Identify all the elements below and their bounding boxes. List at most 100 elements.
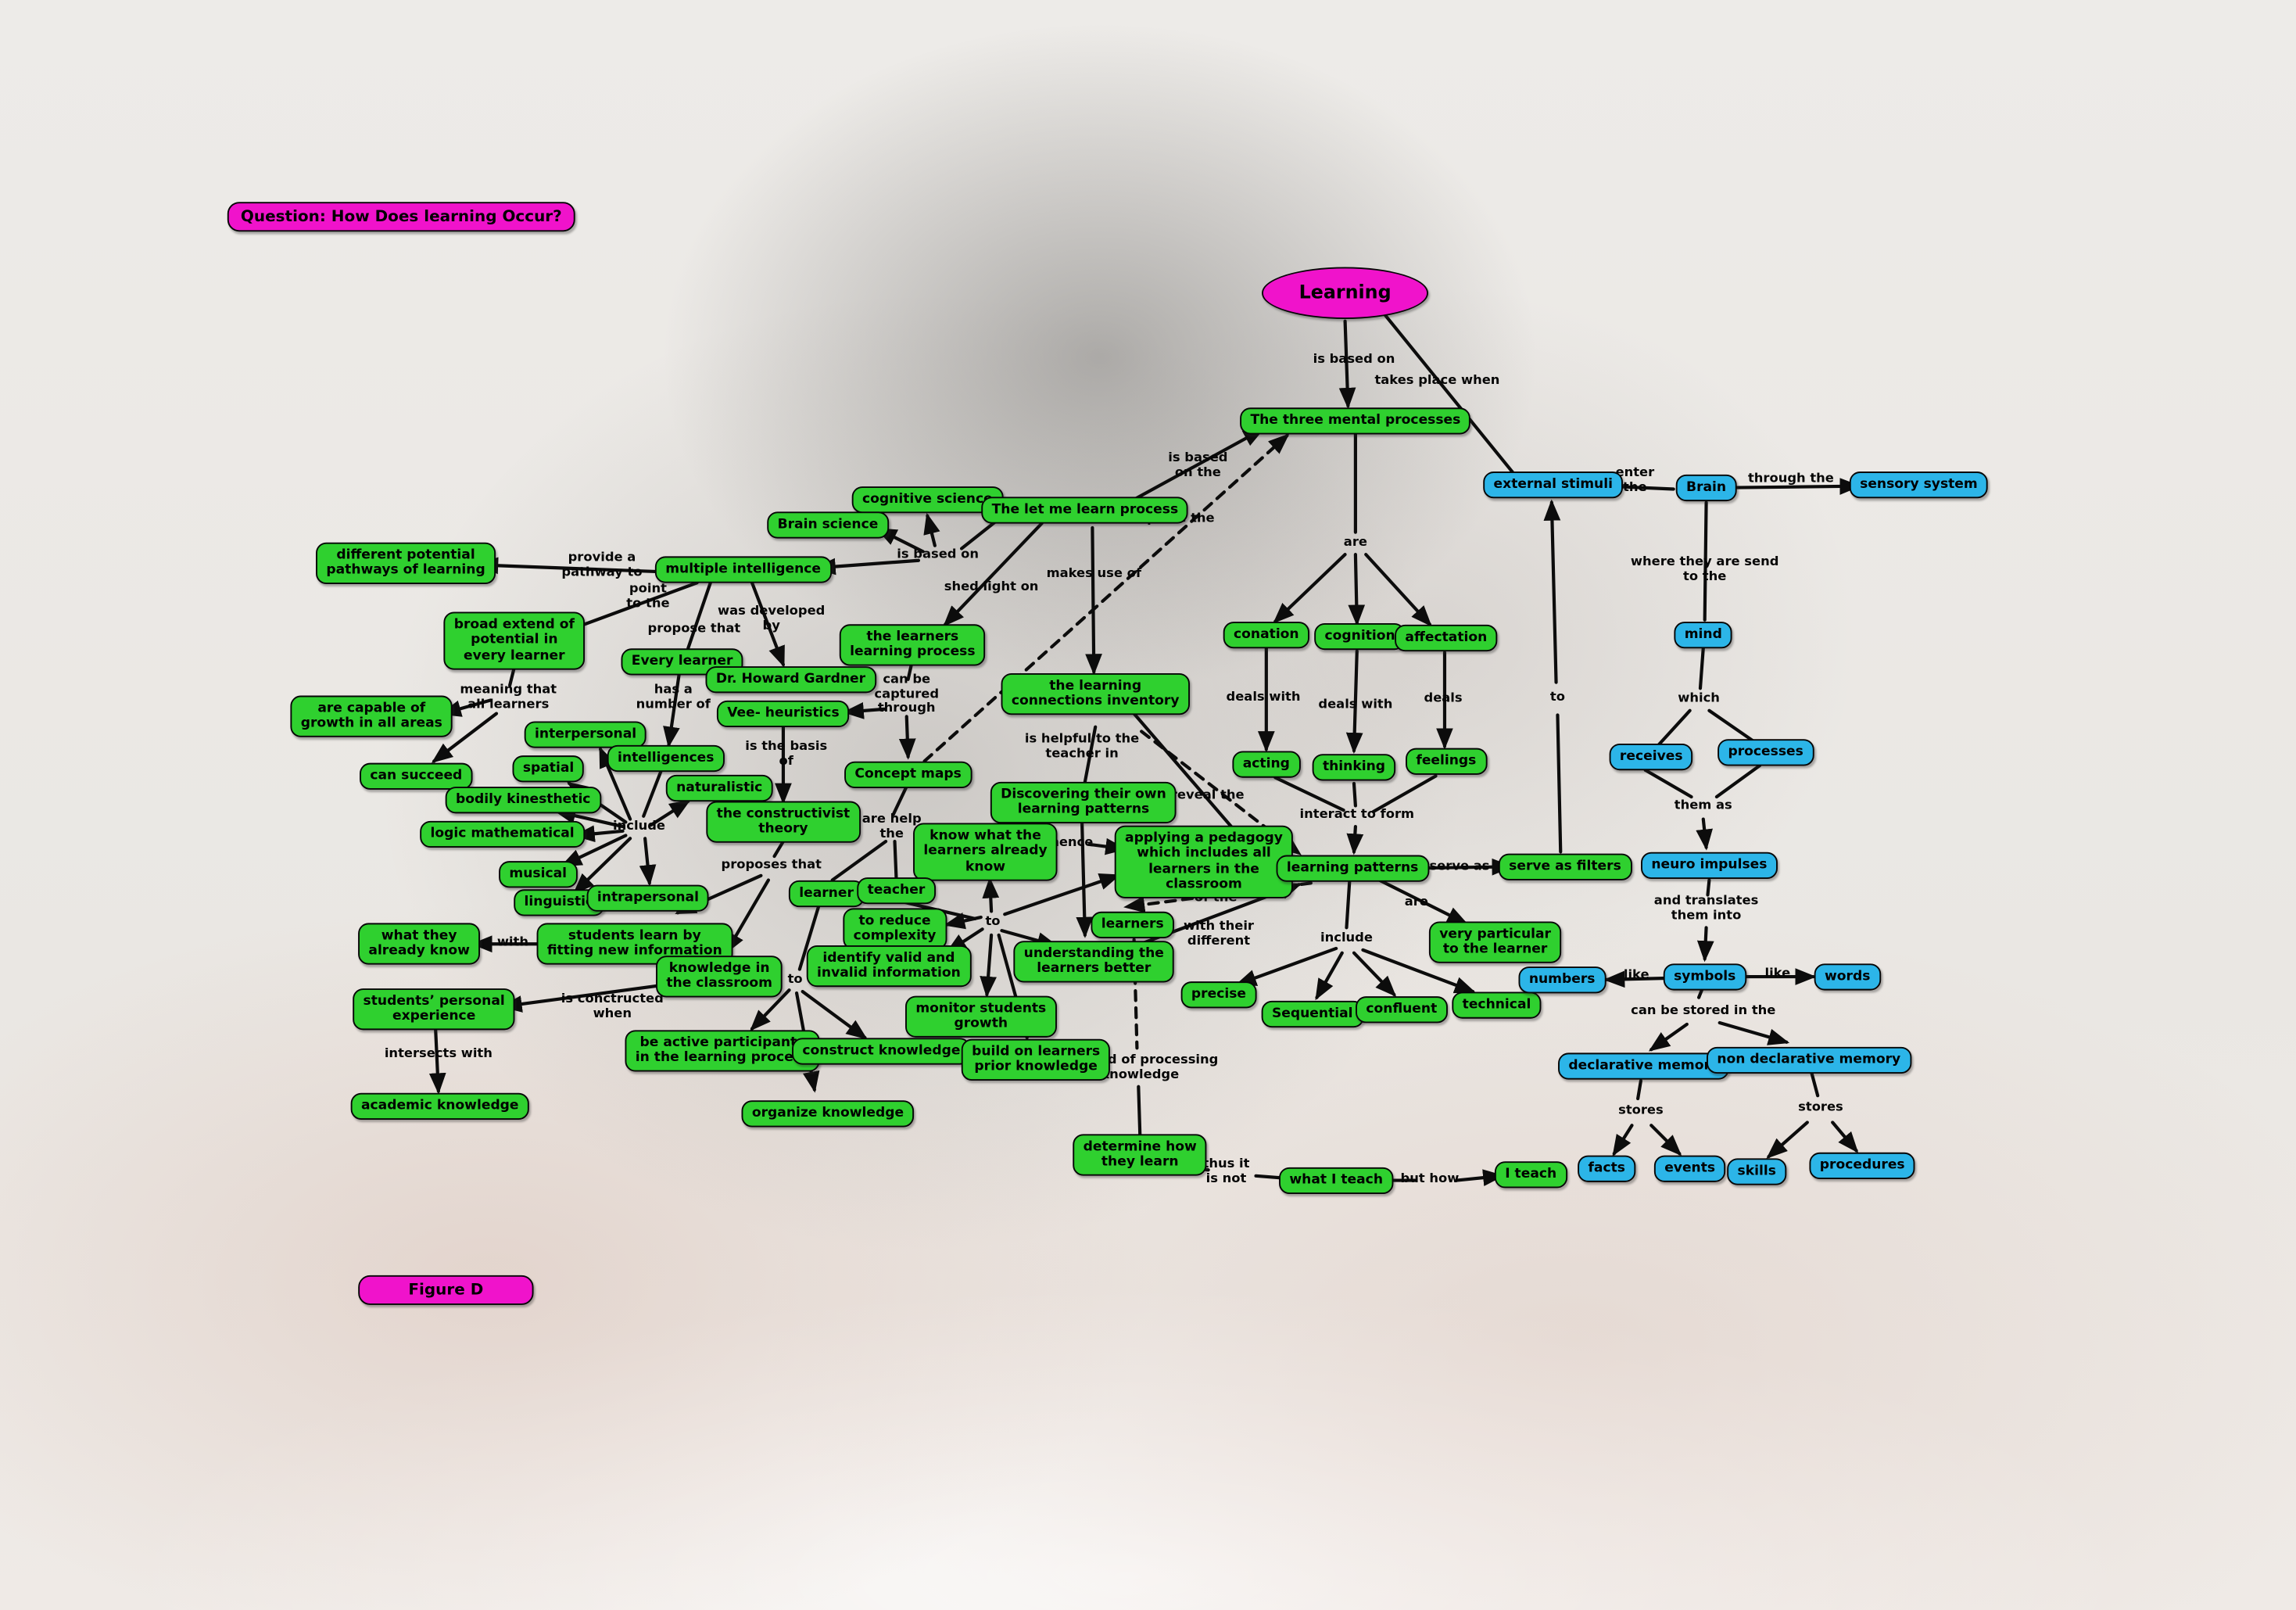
edge (1345, 649, 1363, 755)
node-learners: learners (1091, 911, 1174, 938)
label-interact-to-form: interact to form (1299, 807, 1415, 823)
edge (1083, 725, 1098, 784)
label-with: with (496, 935, 528, 951)
label-where-sent: where they are send to the (1630, 554, 1779, 585)
label-and-translates: and translates them into (1653, 894, 1759, 923)
label-thus-it-is-not: thus it is not (1202, 1156, 1250, 1187)
node-intelligences: intelligences (607, 744, 725, 772)
edge (830, 839, 888, 882)
node-learners-learning-process: the learners learning process (839, 624, 986, 666)
label-was-developed-by: was developed by (718, 604, 826, 633)
node-organize-knowledge: organize knowledge (741, 1100, 915, 1127)
label-deals-with-2: deals with (1318, 697, 1393, 713)
node-vee-heuristics: Vee- heuristics (716, 700, 850, 727)
node-skills: skills (1727, 1158, 1787, 1185)
edge (1603, 970, 1668, 988)
node-mind: mind (1674, 622, 1733, 648)
edge (477, 557, 679, 575)
label-has-a-number-of: has a number of (636, 683, 711, 712)
label-are-processes: are (1343, 535, 1367, 550)
edge (893, 839, 898, 879)
edge (572, 837, 632, 895)
edge (1831, 1121, 1859, 1153)
edge (1137, 1085, 1142, 1136)
edge (801, 990, 868, 1040)
edge (814, 558, 921, 576)
label-to-learner-hub: to (787, 972, 803, 988)
node-can-succeed: can succeed (360, 762, 473, 790)
edge (1643, 768, 1693, 799)
label-deals-with-1: deals with (1226, 690, 1301, 705)
edge (500, 982, 672, 1013)
edge (1810, 1071, 1820, 1098)
label-hence: hence (1050, 835, 1094, 851)
edge (1734, 478, 1861, 495)
edge (750, 988, 791, 1031)
edge (1696, 926, 1714, 963)
node-brain-science: Brain science (767, 511, 889, 538)
label-like-left: like (1623, 968, 1649, 984)
node-learning-patterns: learning patterns (1276, 855, 1429, 882)
node-applying-pedagogy: applying a pedagogy which includes all l… (1114, 825, 1294, 899)
node-serve-as-filters: serve as filters (1498, 853, 1632, 880)
node-determine-how: determine how they learn (1073, 1134, 1208, 1177)
node-spatial: spatial (512, 755, 585, 782)
node-declarative-memory: declarative memory (1558, 1052, 1730, 1079)
edge (1234, 946, 1338, 986)
edge (1364, 553, 1432, 627)
edge (1315, 951, 1344, 1001)
node-confluent: confluent (1356, 996, 1448, 1023)
edge (663, 672, 681, 748)
node-reduce-complexity: to reduce complexity (843, 908, 947, 951)
label-through-the: through the (1747, 472, 1834, 487)
edge (1348, 553, 1366, 626)
node-acting: acting (1232, 751, 1301, 777)
node-teacher: teacher (857, 877, 936, 904)
edge (1696, 988, 1703, 999)
edge (1657, 708, 1692, 747)
edge (1371, 774, 1438, 814)
edge (1612, 1124, 1634, 1156)
edge (598, 746, 632, 821)
question-banner: Question: How Does learning Occur? (227, 202, 575, 232)
label-propose-that: propose that (647, 622, 741, 637)
label-stores-left: stores (1618, 1103, 1664, 1119)
node-different-pathways: different potential pathways of learning (316, 542, 496, 585)
edge (1543, 499, 1561, 684)
node-non-declarative-memory: non declarative memory (1707, 1046, 1911, 1074)
edge (1346, 824, 1364, 855)
edge (1696, 817, 1713, 851)
edge (1377, 878, 1469, 925)
edge (1707, 708, 1754, 742)
node-know-what-learners-know: know what the learners already know (913, 823, 1058, 881)
edge (1698, 646, 1705, 690)
node-personal-experience: students’ personal experience (353, 988, 516, 1031)
edge (1076, 820, 1094, 938)
node-external-stimuli: external stimuli (1483, 472, 1624, 498)
label-to-stimuli: to (1549, 690, 1565, 705)
node-identify-valid: identify valid and invalid information (806, 945, 972, 988)
edge (1361, 948, 1476, 994)
edge (922, 433, 1290, 763)
node-i-teach: I teach (1494, 1161, 1567, 1188)
edge (1766, 1121, 1809, 1159)
node-procedures: procedures (1809, 1152, 1915, 1179)
label-can-be-captured: can be captured through (874, 672, 940, 717)
edge (842, 702, 887, 719)
edge (1718, 1020, 1790, 1045)
node-affectation: affectation (1395, 624, 1498, 651)
edge (1352, 951, 1397, 997)
edge (1706, 878, 1711, 897)
node-concept-maps: Concept maps (844, 761, 972, 788)
edge (1338, 319, 1356, 410)
label-include-intelligences: include (613, 819, 665, 834)
edge (1714, 764, 1762, 799)
label-is-based-on-root: is based on (1313, 352, 1395, 368)
label-them-as: them as (1674, 798, 1732, 814)
label-intersects-with: intersects with (384, 1046, 493, 1062)
edge (1132, 712, 1237, 833)
node-monitor-growth: monitor students growth (905, 995, 1057, 1038)
edge (649, 799, 691, 827)
edge (982, 877, 1000, 913)
